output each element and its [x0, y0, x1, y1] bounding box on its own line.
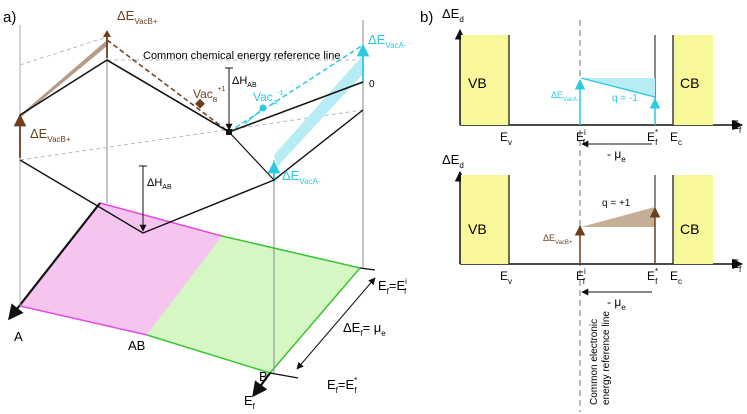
phase-region-b: [147, 236, 360, 373]
region-a-top-edge: [99, 202, 223, 237]
top-cb-label: CB: [680, 75, 699, 91]
bottom-q-label: q = +1: [602, 198, 631, 209]
dE-vacA-mid-label: ΔEVacA-: [282, 168, 321, 186]
region-b-top-edge: [221, 235, 361, 269]
bottom-vb-label: VB: [468, 221, 487, 237]
top-mu-label: - μe: [607, 147, 626, 164]
bottom-y-axis-label: ΔEd: [442, 152, 464, 170]
lower-energy-surface: [19, 109, 364, 234]
top-ef-axis-label: Ef: [731, 118, 742, 135]
efi-tick: [359, 267, 376, 271]
vacA-pointer: [244, 107, 264, 125]
dH-top-label: ΔHAB: [232, 75, 257, 89]
upper-to-b-line: [228, 131, 275, 181]
vacB-dashed-line: [106, 39, 230, 133]
dE-vacB-top-label: ΔEVacB+: [117, 8, 158, 26]
top-y-axis-label: ΔEd: [442, 6, 464, 24]
phase-region-a: [20, 203, 222, 335]
bottom-ev-label: Ev: [500, 269, 512, 286]
vacB-shade: [20, 40, 107, 118]
efstar-tick: [269, 372, 299, 379]
axis-to-a: [8, 202, 101, 321]
bottom-ef-axis-label: Ef: [731, 257, 742, 274]
bottom-dE-label: ΔEVacB+: [543, 233, 573, 246]
panel-a-label: a): [3, 9, 16, 26]
top-ec-label: Ec: [670, 130, 682, 147]
min-marker: [226, 129, 232, 135]
vacA-label: VacA-1: [253, 90, 284, 107]
dE-vacA-top-label: ΔEVacA-: [368, 32, 407, 50]
vacB-top-arrowhead: [103, 30, 111, 37]
ef-axis: [252, 372, 271, 398]
panel-a: a): [3, 8, 407, 411]
electronic-ref-label-2: energy reference line: [601, 311, 612, 405]
vacB-label: VacB+1: [193, 86, 226, 104]
bottom-q-shade: [581, 207, 655, 227]
bottom-efstar-label: E*f: [647, 267, 658, 286]
corner-b-label: B: [259, 369, 268, 384]
vacB-marker: [195, 98, 205, 109]
top-ev-label: Ev: [500, 130, 512, 147]
ef-axis-label: Ef: [244, 393, 256, 411]
top-q-label: q = -1: [612, 93, 638, 104]
region-a-bottom-edge: [19, 305, 148, 336]
dEf-arrow: [296, 277, 376, 370]
bottom-mu-label: - μe: [607, 295, 626, 312]
bottom-cb-band: [673, 175, 713, 264]
top-q-line: [580, 77, 656, 98]
ref-dash-3: [19, 109, 364, 161]
top-dE-label: ΔEVacA-: [551, 90, 579, 103]
vacA-dashed-line: [228, 44, 364, 133]
ef-eq-efstar-label: Ef=E*f: [327, 376, 357, 395]
dEf-label: ΔEf= μe: [343, 320, 386, 338]
region-b-bottom-edge: [146, 334, 271, 374]
upper-energy-surface: [19, 59, 364, 133]
vacA-shade: [274, 55, 363, 167]
top-vb-band: [461, 35, 509, 125]
dH-mid-label: ΔHAB: [147, 177, 172, 191]
bottom-ec-label: Ec: [670, 269, 682, 286]
electronic-ref-label-1: Common electronic: [589, 319, 600, 405]
zero-label: 0: [369, 79, 375, 90]
top-cb-band: [673, 35, 713, 125]
panel-b: b) Common electronic energy reference li…: [420, 6, 744, 412]
top-vb-label: VB: [468, 75, 487, 91]
corner-a-label: A: [14, 329, 23, 344]
top-efstar-label: E*f: [647, 128, 658, 147]
bottom-cb-label: CB: [680, 221, 699, 237]
bottom-vb-band: [461, 175, 509, 264]
chemical-ref-line-label: Common chemical energy reference line: [143, 50, 340, 62]
ref-dash-1: [19, 36, 108, 66]
dE-vacB-left-label: ΔEVacB+: [30, 126, 71, 144]
corner-ab-label: AB: [128, 338, 145, 353]
panel-b-label: b): [420, 9, 433, 26]
